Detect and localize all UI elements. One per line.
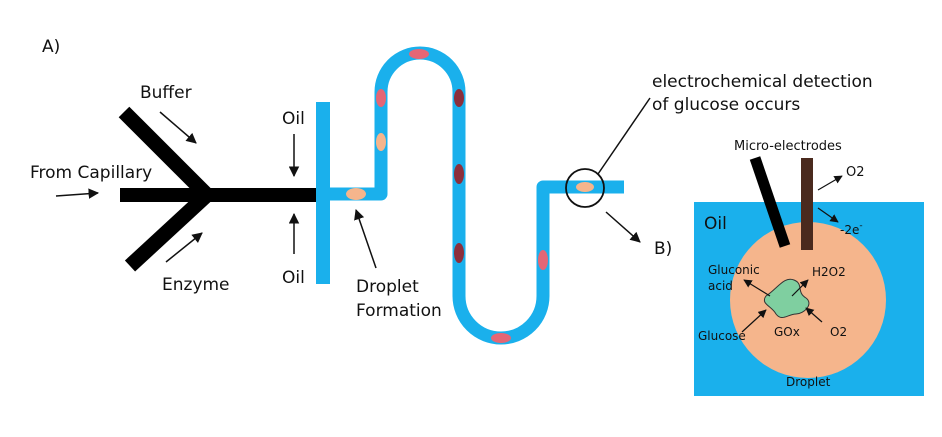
micro-electrode-1 <box>749 156 791 248</box>
buffer-label: Buffer <box>140 83 192 103</box>
o2-bottom-label: O2 <box>830 325 847 339</box>
micro-electrode-2 <box>801 158 813 250</box>
droplet-formation-label-1: Droplet <box>356 277 419 297</box>
inlet-junction <box>118 106 318 272</box>
droplet-label: Droplet <box>786 375 831 389</box>
droplet <box>409 49 429 59</box>
o2-top-label: O2 <box>846 165 865 180</box>
zoom-arrow <box>605 211 641 243</box>
serpentine-channel <box>324 46 624 345</box>
glucose-label: Glucose <box>698 329 746 343</box>
detection-zone <box>565 168 605 208</box>
enzyme-label: Enzyme <box>162 275 230 295</box>
micro-electrodes-label: Micro-electrodes <box>734 139 842 154</box>
buffer-arrow <box>159 111 197 144</box>
gluconic-arrow <box>743 279 771 297</box>
droplet <box>538 250 548 270</box>
o2-in-arrow <box>805 307 823 323</box>
gluconic-label-2: acid <box>708 279 733 293</box>
from-capillary-label: From Capillary <box>30 163 152 183</box>
gox-label: GOx <box>774 325 800 339</box>
detection-label-1: electrochemical detection <box>652 72 873 92</box>
droplet-forming <box>346 188 366 200</box>
droplet-formation-arrow <box>354 209 377 269</box>
enzyme-arrow <box>165 232 203 263</box>
h2o2-label: H2O2 <box>812 265 846 279</box>
droplet-formation-label-2: Formation <box>356 301 442 321</box>
droplet <box>376 89 386 107</box>
droplet <box>454 89 464 107</box>
droplet <box>454 243 464 263</box>
droplet <box>491 333 511 343</box>
droplet <box>454 164 464 184</box>
glucose-arrow <box>741 309 767 333</box>
detection-label-2: of glucose occurs <box>652 95 800 115</box>
o2-out-arrow <box>817 175 843 191</box>
oil-box-label: Oil <box>704 214 727 234</box>
oil-channel <box>316 102 330 284</box>
panel-b-label: B) <box>654 239 672 259</box>
electron-arrow <box>817 207 839 223</box>
capillary-arrow <box>55 188 100 199</box>
droplet-detected <box>576 182 594 192</box>
gluconic-label-1: Gluconic <box>708 263 760 277</box>
oil-label-top: Oil <box>282 109 305 129</box>
electrons-label: -2e- <box>840 221 863 237</box>
panel-a-label: A) <box>42 37 60 57</box>
droplet <box>376 133 386 151</box>
h2o2-arrow <box>791 279 809 297</box>
channel-droplets <box>346 49 594 343</box>
detection-callout-line <box>597 97 651 175</box>
oil-label-bottom: Oil <box>282 268 305 288</box>
